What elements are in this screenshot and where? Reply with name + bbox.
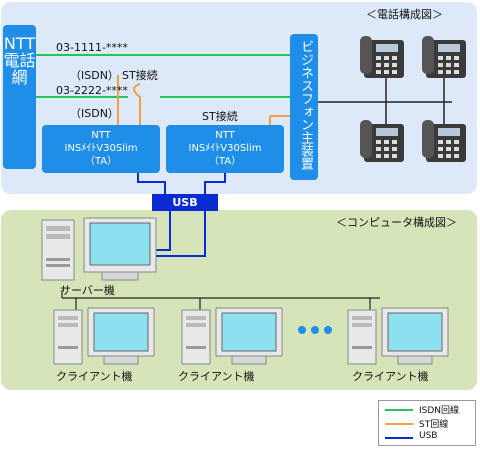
- legend-item-st: ST回線: [385, 417, 473, 430]
- legend-swatch-st: [385, 423, 413, 425]
- tower-pc-icon: [347, 309, 377, 365]
- business-phone-label: ビジネスフォン主装置: [298, 40, 313, 170]
- tower-pc-icon: [41, 219, 75, 281]
- business-phone-unit: ビジネスフォン主装置: [290, 34, 318, 180]
- tower-pc-icon: [53, 309, 83, 365]
- ta-device-1: NTT INSﾒｲﾄV30Slim （TA）: [42, 125, 160, 173]
- ta2-line3: （TA）: [208, 156, 242, 167]
- crt-monitor-icon: [381, 307, 449, 365]
- usb-line-ta2: [204, 172, 226, 194]
- line2-number: 03-2222-****: [56, 84, 128, 97]
- desk-phone-icon: [422, 36, 466, 78]
- client-label-1: クライアント機: [56, 370, 133, 383]
- ntt-network-label: NTT電話網: [3, 34, 36, 87]
- server-label: サーバー機: [60, 284, 115, 297]
- st-line-crossover: [133, 83, 141, 125]
- legend-item-isdn: ISDN回線: [385, 403, 473, 416]
- tower-pc-icon: [181, 309, 211, 365]
- legend-label-isdn: ISDN回線: [419, 406, 460, 416]
- legend-item-usb: USB: [385, 431, 473, 443]
- usb-hub: USB: [152, 194, 218, 211]
- crt-monitor-icon: [87, 307, 155, 365]
- client-computer-3: [347, 307, 449, 365]
- desk-phone-icon: [360, 120, 404, 162]
- ta1-line2: INSﾒｲﾄV30Slim: [64, 143, 138, 154]
- client-computer-1: [53, 307, 155, 365]
- crt-monitor-icon: [215, 307, 283, 365]
- legend: ISDN回線 ST回線 USB: [378, 400, 476, 446]
- ta2-line2: INSﾒｲﾄV30Slim: [188, 143, 262, 154]
- desk-phone-icon: [360, 36, 404, 78]
- legend-swatch-isdn: [385, 409, 413, 411]
- desk-phone-icon: [422, 120, 466, 162]
- st-connection-label-2: ST接続: [202, 110, 238, 123]
- client-label-2: クライアント機: [178, 370, 255, 383]
- server-computer: [41, 217, 157, 281]
- phone-diagram-title: ＜電話構成図＞: [366, 8, 443, 21]
- ntt-network-box: NTT電話網: [3, 25, 36, 169]
- st-connection-label-1: ST接続: [122, 69, 158, 82]
- client-computer-2: [181, 307, 283, 365]
- legend-label-st: ST回線: [419, 420, 449, 430]
- line2-type: （ISDN）: [70, 107, 119, 120]
- ta-device-2: NTT INSﾒｲﾄV30Slim （TA）: [166, 125, 284, 173]
- crt-monitor-icon: [83, 217, 157, 281]
- line1-number: 03-1111-****: [56, 41, 128, 54]
- ta1-line3: （TA）: [84, 156, 118, 167]
- ta2-line1: NTT: [215, 130, 235, 141]
- usb-line-server-2: [150, 211, 206, 257]
- legend-swatch-usb: [385, 437, 413, 439]
- usb-line-ta1: [137, 172, 166, 194]
- more-clients-ellipsis: [298, 326, 332, 334]
- computer-diagram-title: ＜コンピュータ構成図＞: [336, 216, 457, 229]
- legend-label-usb: USB: [419, 431, 438, 441]
- ta1-line1: NTT: [91, 130, 111, 141]
- line1-type: （ISDN）: [70, 69, 119, 82]
- usb-line-server-1: [150, 211, 171, 251]
- client-label-3: クライアント機: [352, 370, 429, 383]
